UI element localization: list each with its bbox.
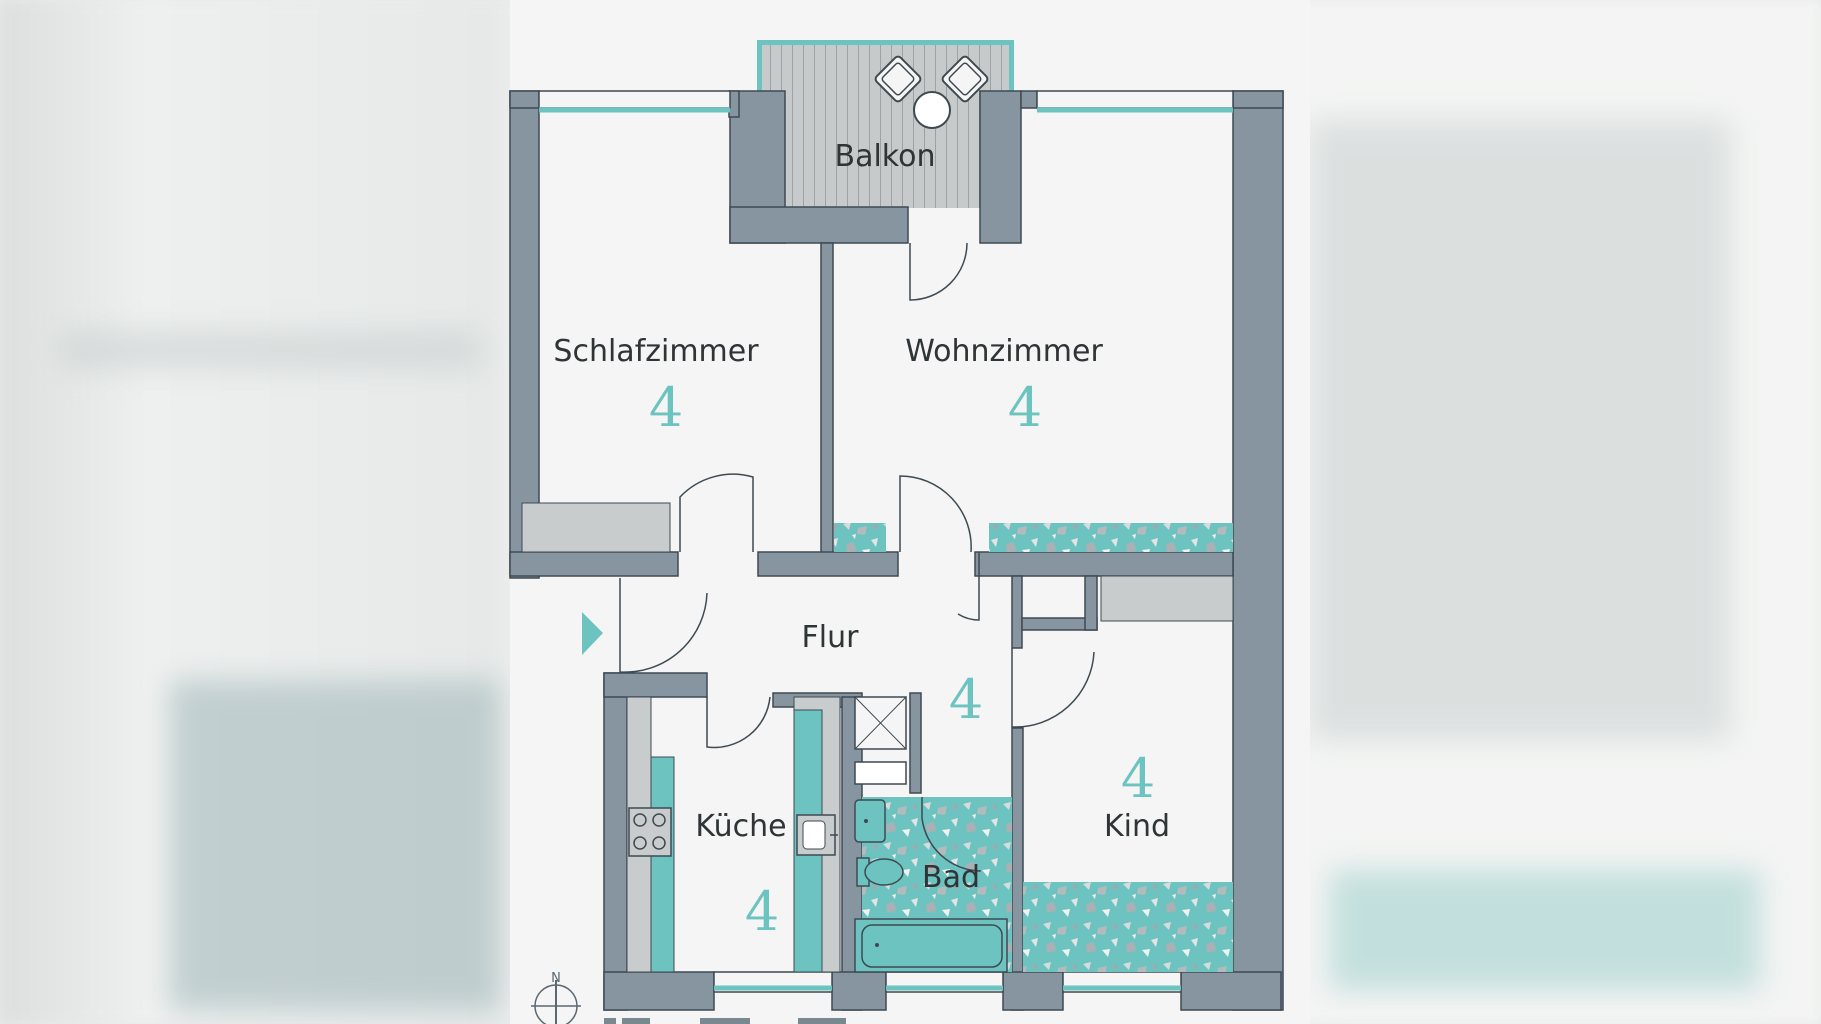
- north-compass-icon: N: [531, 971, 581, 1024]
- door-balcony: [909, 242, 968, 301]
- balcony: [757, 40, 1014, 208]
- scale-bar: [604, 1018, 846, 1024]
- room-label-flur: Flur: [802, 620, 860, 655]
- north-label: N: [551, 971, 561, 986]
- chair-icon: [941, 55, 989, 103]
- table-icon: [913, 91, 951, 129]
- room-label-kueche: Küche: [695, 809, 786, 844]
- tiled-floors: [834, 523, 1233, 972]
- windows: [538, 90, 1234, 993]
- bathtub-icon: [854, 918, 1008, 973]
- door-entrance: [619, 578, 708, 673]
- door-kueche: [706, 696, 771, 749]
- door-swings: [619, 242, 1095, 872]
- blurred-shape: [60, 330, 480, 370]
- room-number-kueche: 4: [745, 880, 779, 943]
- door-kind: [1011, 648, 1095, 728]
- door-bad: [921, 797, 981, 872]
- toilet-icon: [856, 857, 904, 887]
- kitchen-sink-icon: [796, 814, 838, 856]
- blurred-shape: [170, 680, 500, 1010]
- entrance-arrow-icon: [582, 612, 603, 655]
- door-wohnzimmer: [899, 475, 972, 553]
- bathroom-shelf: [854, 761, 907, 785]
- room-label-schlafzimmer: Schlafzimmer: [553, 334, 759, 369]
- door-closet: [957, 552, 980, 621]
- room-number-flur: 4: [949, 668, 983, 731]
- bathroom-sink-icon: [854, 799, 886, 843]
- room-number-wohnzimmer: 4: [1008, 376, 1042, 439]
- shower-shaft-icon: [854, 696, 907, 750]
- room-number-kind: 4: [1121, 747, 1155, 810]
- walls: [509, 90, 1284, 1011]
- room-label-kind: Kind: [1104, 809, 1170, 844]
- stove-icon: [628, 807, 672, 857]
- room-label-bad: Bad: [922, 860, 980, 895]
- chair-icon: [874, 55, 922, 103]
- blurred-shape: [1310, 120, 1730, 740]
- room-label-wohnzimmer: Wohnzimmer: [905, 334, 1103, 369]
- room-label-balkon: Balkon: [835, 139, 936, 174]
- blurred-shape: [1330, 870, 1760, 990]
- room-number-schlafzimmer: 4: [649, 376, 683, 439]
- door-schlafzimmer: [679, 473, 754, 552]
